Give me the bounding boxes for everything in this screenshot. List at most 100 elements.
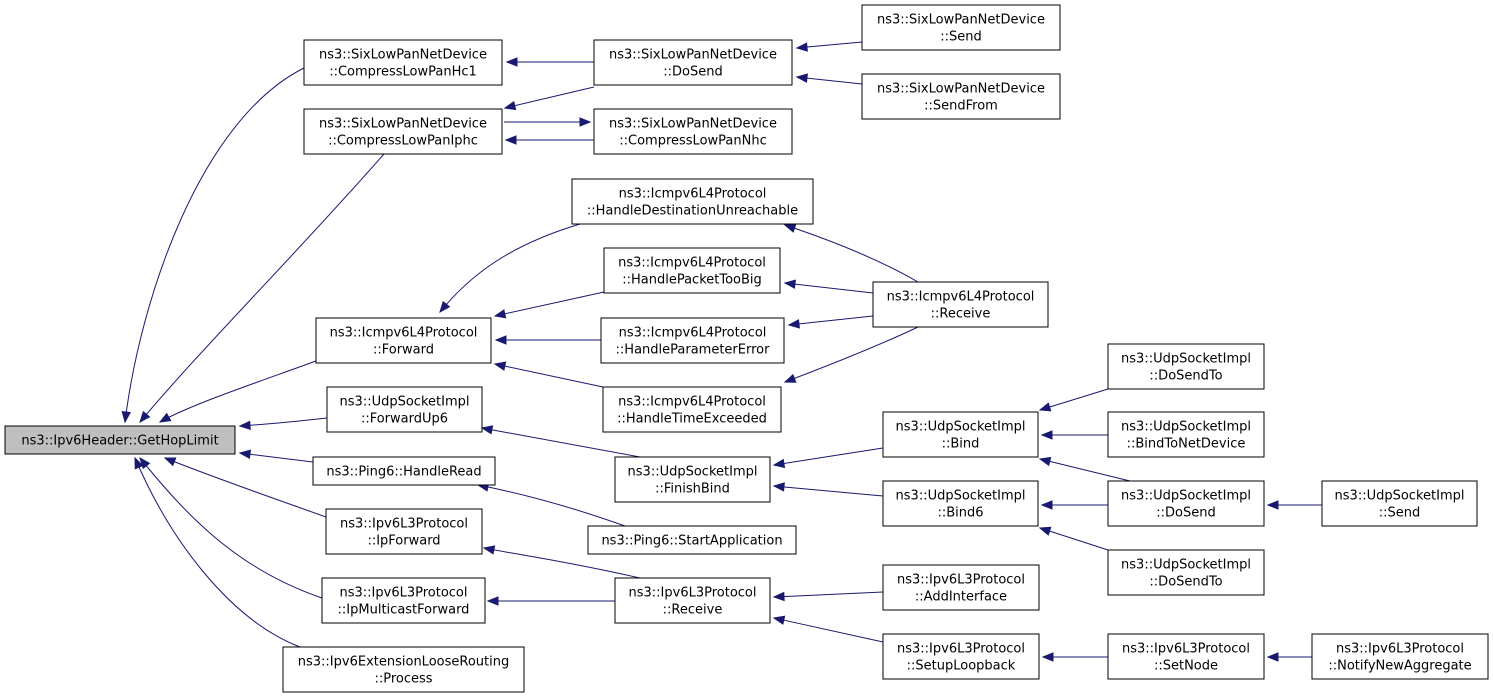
edge-arrowhead (493, 309, 507, 319)
edge-doSendTo1-to-udpBind (1038, 388, 1109, 412)
node-send6lp[interactable]: ns3::SixLowPanNetDevice::Send (861, 4, 1061, 51)
edge-compressNhc-to-compressIphc (504, 135, 594, 145)
edge-compressHc1-to-root (121, 67, 305, 424)
edge-line (490, 429, 641, 458)
node-label-line: ns3::Ipv6L3Protocol (897, 573, 1025, 588)
edge-arrowhead (121, 411, 131, 424)
node-label-line: ns3::Icmpv6L4Protocol (619, 187, 767, 202)
node-box (614, 456, 771, 503)
edge-arrowhead (1040, 500, 1053, 510)
node-label-line: ::CompressLowPanNhc (619, 134, 766, 149)
node-label-line: ::DoSendTo (1149, 369, 1222, 384)
node-doSendTo1[interactable]: ns3::UdpSocketImpl::DoSendTo (1107, 343, 1265, 390)
node-finishBind[interactable]: ns3::UdpSocketImpl::FinishBind (614, 456, 771, 503)
edge-line (139, 153, 385, 423)
node-box (325, 508, 483, 555)
node-udpDoSend[interactable]: ns3::UdpSocketImpl::DoSend (1107, 480, 1265, 527)
node-label-line: ::DoSend (663, 65, 722, 80)
edge-line (782, 486, 884, 497)
node-compressNhc[interactable]: ns3::SixLowPanNetDevice::CompressLowPanN… (593, 108, 793, 155)
node-label-line: ::Forward (373, 343, 434, 358)
node-label-line: ns3::Icmpv6L4Protocol (887, 290, 1035, 305)
edge-udpBind-to-finishBind (772, 447, 884, 469)
edge-handleDestUnreach-to-icmpForward (439, 223, 581, 314)
node-label-line: ::NotifyNewAggregate (1328, 659, 1471, 674)
node-doSendTo2[interactable]: ns3::UdpSocketImpl::DoSendTo (1107, 549, 1265, 596)
edge-arrowhead (1266, 652, 1279, 662)
node-label-line: ::Process (374, 672, 432, 687)
node-label-line: ns3::SixLowPanNetDevice (609, 117, 777, 132)
edge-handleParamError-to-icmpForward (494, 335, 601, 345)
edge-icmpReceive-to-handleParamError (787, 315, 874, 329)
edge-arrowhead (503, 100, 517, 111)
node-looseRouting[interactable]: ns3::Ipv6ExtensionLooseRouting::Process (282, 646, 525, 693)
node-box (326, 386, 483, 433)
node-box (1311, 633, 1489, 680)
edge-arrowhead (579, 117, 592, 127)
node-label-line: ::HandleDestinationUnreachable (587, 204, 798, 219)
edge-udpDoSend-to-udpBind (1038, 456, 1131, 482)
node-label-line: ::Send (940, 30, 982, 45)
node-label-line: ::CompressLowPanIphc (328, 134, 478, 149)
edge-arrowhead (772, 482, 785, 492)
node-box (303, 108, 503, 155)
node-label-line: ::HandleParameterError (616, 343, 771, 358)
edge-arrowhead (1266, 500, 1279, 510)
edge-bindToNetDevice-to-udpBind (1040, 430, 1108, 440)
node-handleDestUnreach[interactable]: ns3::Icmpv6L4Protocol::HandleDestination… (571, 178, 814, 225)
node-box (282, 646, 525, 693)
node-icmpReceive[interactable]: ns3::Icmpv6L4Protocol::Receive (872, 281, 1049, 328)
node-label-line: ::Receive (931, 307, 991, 322)
node-ipForward[interactable]: ns3::Ipv6L3Protocol::IpForward (325, 508, 483, 555)
node-handleParamError[interactable]: ns3::Icmpv6L4Protocol::HandleParameterEr… (600, 317, 785, 364)
node-label-line: ns3::Ipv6ExtensionLooseRouting (298, 655, 509, 670)
node-label-line: ns3::Icmpv6L4Protocol (618, 256, 766, 271)
edge-arrowhead (158, 412, 172, 423)
node-doSend6lp[interactable]: ns3::SixLowPanNetDevice::DoSend (593, 39, 793, 86)
node-udpBind6[interactable]: ns3::UdpSocketImpl::Bind6 (882, 480, 1039, 527)
edge-line (477, 484, 626, 527)
node-handleTimeExceeded[interactable]: ns3::Icmpv6L4Protocol::HandleTimeExceede… (602, 386, 782, 433)
edge-handlePktTooBig-to-icmpForward (493, 291, 605, 319)
node-udpBind[interactable]: ns3::UdpSocketImpl::Bind (882, 411, 1039, 458)
node-icmpForward[interactable]: ns3::Icmpv6L4Protocol::Forward (315, 317, 492, 364)
edge-arrowhead (787, 319, 800, 329)
node-box (872, 281, 1049, 328)
edge-addInterface-to-ipv6Receive (772, 591, 884, 602)
node-box (303, 39, 503, 86)
node-notifyNewAggregate[interactable]: ns3::Ipv6L3Protocol::NotifyNewAggregate (1311, 633, 1489, 680)
node-sendFrom6lp[interactable]: ns3::SixLowPanNetDevice::SendFrom (861, 73, 1061, 120)
edge-arrowhead (139, 456, 151, 470)
node-label-line: ns3::UdpSocketImpl (1335, 489, 1465, 504)
edge-line (805, 77, 863, 85)
edge-line (139, 457, 323, 599)
node-box (1321, 480, 1478, 527)
node-compressHc1[interactable]: ns3::SixLowPanNetDevice::CompressLowPanH… (303, 39, 503, 86)
edge-arrowhead (1038, 456, 1052, 467)
edge-arrowhead (139, 410, 151, 424)
node-label-line: ::DoSendTo (1149, 575, 1222, 590)
node-label-line: ::IpForward (367, 534, 440, 549)
node-addInterface[interactable]: ns3::Ipv6L3Protocol::AddInterface (882, 564, 1040, 611)
edge-arrowhead (238, 420, 251, 431)
node-box (882, 480, 1039, 527)
node-handlePktTooBig[interactable]: ns3::Icmpv6L4Protocol::HandlePacketTooBi… (603, 247, 781, 294)
edge-udpDoSend-to-udpBind6 (1040, 500, 1108, 510)
node-udpForwardUp6[interactable]: ns3::UdpSocketImpl::ForwardUp6 (326, 386, 483, 433)
node-box (861, 4, 1061, 51)
node-box (593, 108, 793, 155)
node-bindToNetDevice[interactable]: ns3::UdpSocketImpl::BindToNetDevice (1107, 411, 1265, 458)
node-ipv6Receive[interactable]: ns3::Ipv6L3Protocol::Receive (614, 577, 771, 624)
node-setNode[interactable]: ns3::Ipv6L3Protocol::SetNode (1107, 633, 1265, 680)
node-ipMulticastForward[interactable]: ns3::Ipv6L3Protocol::IpMulticastForward (321, 577, 486, 624)
node-pingHandleRead[interactable]: ns3::Ping6::HandleRead (312, 456, 496, 486)
edge-line (159, 360, 317, 423)
node-compressIphc[interactable]: ns3::SixLowPanNetDevice::CompressLowPanI… (303, 108, 503, 155)
node-label-line: ns3::SixLowPanNetDevice (319, 48, 487, 63)
edge-line (483, 547, 641, 579)
node-startApp[interactable]: ns3::Ping6::StartApplication (587, 525, 797, 555)
node-udpSend[interactable]: ns3::UdpSocketImpl::Send (1321, 480, 1478, 527)
node-setupLoopback[interactable]: ns3::Ipv6L3Protocol::SetupLoopback (882, 633, 1040, 680)
node-label-line: ::IpMulticastForward (338, 603, 470, 618)
node-box (1107, 411, 1265, 458)
